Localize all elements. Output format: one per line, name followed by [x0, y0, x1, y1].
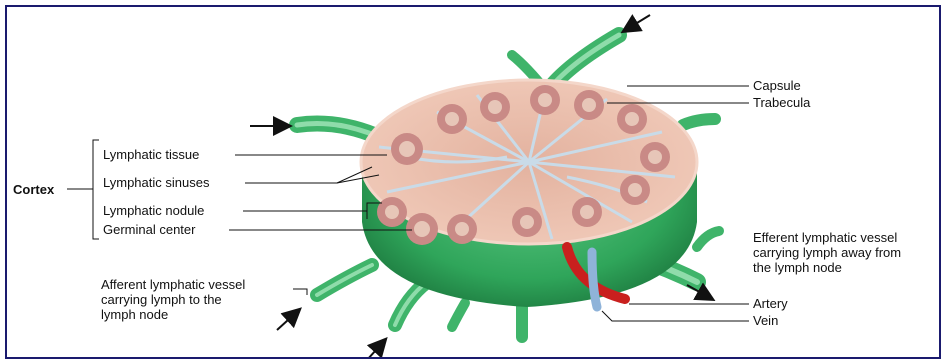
afferent-vessel-label-line1: Afferent lymphatic vessel — [101, 277, 245, 292]
lymphatic-tissue-label: Lymphatic tissue — [103, 147, 199, 162]
arrow-icon — [277, 310, 299, 330]
efferent-vessel-label-line1: Efferent lymphatic vessel — [753, 230, 897, 245]
lymph-node-diagram: Cortex Lymphatic tissue Lymphatic sinuse… — [7, 7, 941, 359]
trabecula-label: Trabecula — [753, 95, 811, 110]
arrow-icon — [624, 15, 650, 31]
figure-frame: Cortex Lymphatic tissue Lymphatic sinuse… — [5, 5, 941, 359]
vein-label: Vein — [753, 313, 778, 328]
cortex-label: Cortex — [13, 182, 55, 197]
lymphatic-nodule-label: Lymphatic nodule — [103, 203, 204, 218]
arrow-icon — [367, 340, 385, 359]
efferent-vessel-label-line3: the lymph node — [753, 260, 842, 275]
capsule-label: Capsule — [753, 78, 801, 93]
germinal-center-label: Germinal center — [103, 222, 196, 237]
afferent-vessel-label-line3: lymph node — [101, 307, 168, 322]
vein-vessel — [592, 252, 597, 307]
afferent-vessel-label-line2: carrying lymph to the — [101, 292, 222, 307]
artery-label: Artery — [753, 296, 788, 311]
efferent-vessel-label-line2: carrying lymph away from — [753, 245, 901, 260]
lymphatic-sinuses-label: Lymphatic sinuses — [103, 175, 210, 190]
